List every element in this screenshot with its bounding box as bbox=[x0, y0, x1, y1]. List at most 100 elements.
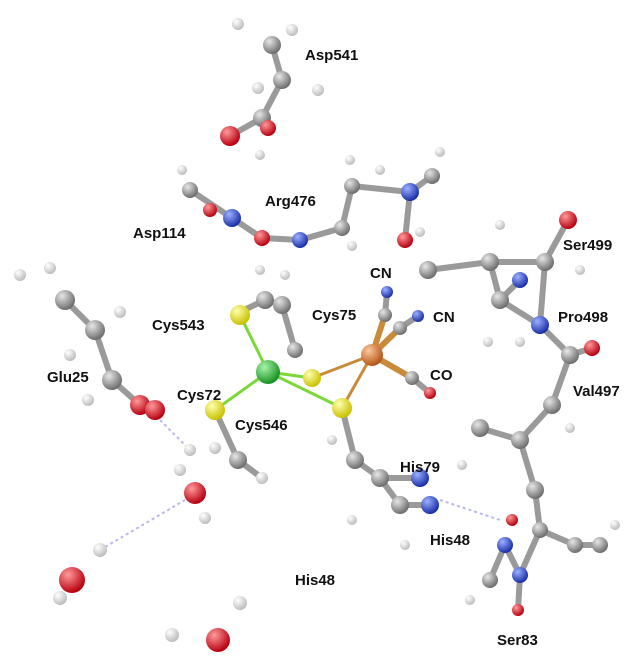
nitrogen-atom bbox=[512, 272, 528, 288]
label-val497: Val497 bbox=[573, 383, 620, 400]
nitrogen-atom bbox=[381, 286, 393, 298]
bond bbox=[517, 527, 543, 578]
carbon-atom bbox=[371, 469, 389, 487]
oxygen-atom bbox=[559, 211, 577, 229]
nitrogen-atom bbox=[497, 537, 513, 553]
hydrogen-atom bbox=[14, 269, 26, 281]
carbon-atom bbox=[491, 291, 509, 309]
hydrogen-bond bbox=[439, 499, 501, 521]
label-pro498: Pro498 bbox=[558, 309, 608, 326]
hydrogen-atom bbox=[345, 155, 355, 165]
hydrogen-atom bbox=[465, 595, 475, 605]
hydrogen-atom bbox=[255, 265, 265, 275]
carbon-atom bbox=[273, 296, 291, 314]
hydrogen-atom bbox=[327, 435, 337, 445]
nitrogen-atom bbox=[411, 469, 429, 487]
nitrogen-atom bbox=[531, 316, 549, 334]
ni-s-bond bbox=[267, 370, 343, 410]
hydrogen-atom bbox=[174, 464, 186, 476]
carbon-atom bbox=[543, 396, 561, 414]
nickel-atom bbox=[256, 360, 280, 384]
hydrogen-atom bbox=[114, 306, 126, 318]
hydrogen-atom bbox=[495, 220, 505, 230]
sulfur-atom bbox=[303, 369, 321, 387]
oxygen-atom bbox=[254, 230, 270, 246]
hydrogen-atom bbox=[286, 24, 298, 36]
carbon-atom bbox=[393, 321, 407, 335]
bond bbox=[537, 259, 548, 328]
label-his79: His79 bbox=[400, 459, 440, 476]
hydrogen-atom bbox=[44, 262, 56, 274]
hydrogen-atom bbox=[165, 628, 179, 642]
hydrogen-atom bbox=[184, 444, 196, 456]
carbon-atom bbox=[287, 342, 303, 358]
carbon-atom bbox=[229, 451, 247, 469]
carbon-atom bbox=[419, 261, 437, 279]
label-arg476: Arg476 bbox=[265, 193, 316, 210]
hydrogen-atom bbox=[565, 423, 575, 433]
bond-layer bbox=[62, 42, 603, 613]
hydrogen-atom bbox=[199, 512, 211, 524]
carbon-atom bbox=[256, 291, 274, 309]
oxygen-atom bbox=[203, 203, 217, 217]
oxygen-atom bbox=[584, 340, 600, 356]
label-layer: Asp541 Arg476 Asp114 Ser499 CN CN Cys543… bbox=[47, 47, 620, 649]
label-cys543: Cys543 bbox=[152, 317, 205, 334]
carbon-atom bbox=[532, 522, 548, 538]
carbon-atom bbox=[334, 220, 350, 236]
hydrogen-atom bbox=[575, 265, 585, 275]
oxygen-atom bbox=[145, 400, 165, 420]
nitrogen-atom bbox=[401, 183, 419, 201]
carbon-atom bbox=[102, 370, 122, 390]
hydrogen-bond bbox=[159, 419, 191, 451]
label-asp114: Asp114 bbox=[133, 225, 186, 242]
hydrogen-atom bbox=[53, 591, 67, 605]
oxygen-atom bbox=[424, 387, 436, 399]
carbon-atom bbox=[536, 253, 554, 271]
hydrogen-atom bbox=[255, 150, 265, 160]
label-ser499: Ser499 bbox=[563, 237, 612, 254]
label-cys72: Cys72 bbox=[177, 387, 221, 404]
carbon-atom bbox=[182, 182, 198, 198]
label-ser83: Ser83 bbox=[497, 632, 538, 649]
label-his48-bottom: His48 bbox=[295, 572, 335, 589]
hydrogen-atom bbox=[400, 540, 410, 550]
bond bbox=[425, 259, 493, 273]
oxygen-atom bbox=[506, 514, 518, 526]
label-co: CO bbox=[430, 367, 453, 384]
carbon-atom bbox=[471, 419, 489, 437]
carbon-atom bbox=[378, 308, 392, 322]
atom-layer bbox=[14, 18, 620, 652]
nitrogen-atom bbox=[223, 209, 241, 227]
carbon-atom bbox=[344, 178, 360, 194]
hydrogen-atom bbox=[177, 165, 187, 175]
label-cys546: Cys546 bbox=[235, 417, 288, 434]
iron-atom bbox=[361, 344, 383, 366]
hydrogen-atom bbox=[483, 337, 493, 347]
carbon-atom bbox=[405, 371, 419, 385]
oxygen-atom bbox=[397, 232, 413, 248]
hydrogen-atom bbox=[64, 349, 76, 361]
nitrogen-atom bbox=[292, 232, 308, 248]
metal-bond-layer bbox=[214, 314, 374, 412]
oxygen-atom bbox=[184, 482, 206, 504]
hydrogen-atom bbox=[610, 520, 620, 530]
carbon-atom bbox=[482, 572, 498, 588]
oxygen-atom bbox=[220, 126, 240, 146]
carbon-atom bbox=[592, 537, 608, 553]
hydrogen-atom bbox=[312, 84, 324, 96]
hydrogen-atom bbox=[415, 227, 425, 237]
carbon-atom bbox=[561, 346, 579, 364]
sulfur-atom bbox=[230, 305, 250, 325]
carbon-atom bbox=[526, 481, 544, 499]
hydrogen-atom bbox=[256, 472, 268, 484]
label-asp541: Asp541 bbox=[305, 47, 358, 64]
nitrogen-atom bbox=[421, 496, 439, 514]
hydrogen-atom bbox=[252, 82, 264, 94]
hydrogen-atom bbox=[82, 394, 94, 406]
carbon-atom bbox=[391, 496, 409, 514]
hydrogen-atom bbox=[435, 147, 445, 157]
hydrogen-atom bbox=[233, 596, 247, 610]
